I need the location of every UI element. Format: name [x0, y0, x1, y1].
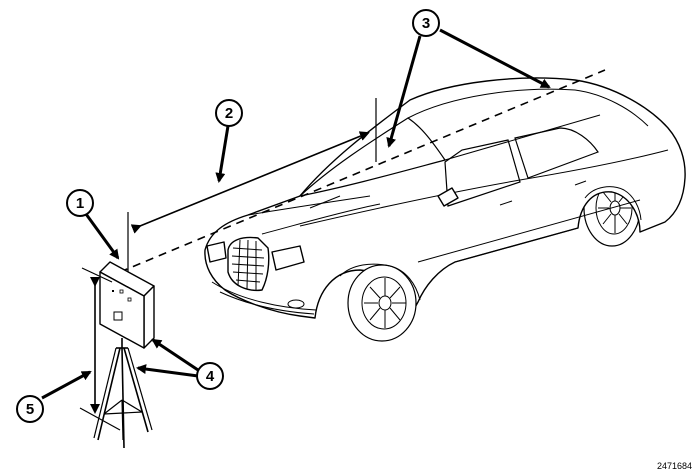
front-wheel: [347, 264, 417, 342]
callout-3-label: 3: [422, 15, 430, 32]
callout-1: 1: [66, 189, 94, 217]
leader-3b: [439, 28, 551, 89]
figure-id: 2471684: [656, 461, 692, 471]
leader-5: [41, 370, 92, 400]
callout-3: 3: [412, 9, 440, 37]
distance-arrow: [130, 131, 370, 234]
left-headlight: [206, 241, 227, 263]
callout-2-label: 2: [225, 105, 233, 122]
right-headlight: [271, 245, 305, 271]
callout-4-label: 4: [206, 368, 215, 385]
leader-1: [84, 213, 120, 260]
callout-1-label: 1: [76, 195, 84, 212]
leader-4b: [136, 364, 199, 378]
callout-5: 5: [16, 395, 44, 423]
leader-2: [215, 125, 230, 183]
tripod-stand: [93, 338, 153, 449]
floor-reference-line: [79, 407, 121, 431]
callout-5-label: 5: [26, 401, 34, 418]
callout-2: 2: [215, 99, 243, 127]
callout-4: 4: [196, 362, 224, 390]
leader-4a: [151, 338, 199, 372]
rear-side-window: [514, 127, 599, 179]
vehicle: [204, 77, 686, 342]
vehicle-centerline: [119, 69, 606, 273]
leader-3a: [386, 35, 422, 148]
side-mirror: [437, 187, 459, 207]
target-height-line: [81, 267, 113, 283]
alignment-target: [99, 261, 155, 349]
